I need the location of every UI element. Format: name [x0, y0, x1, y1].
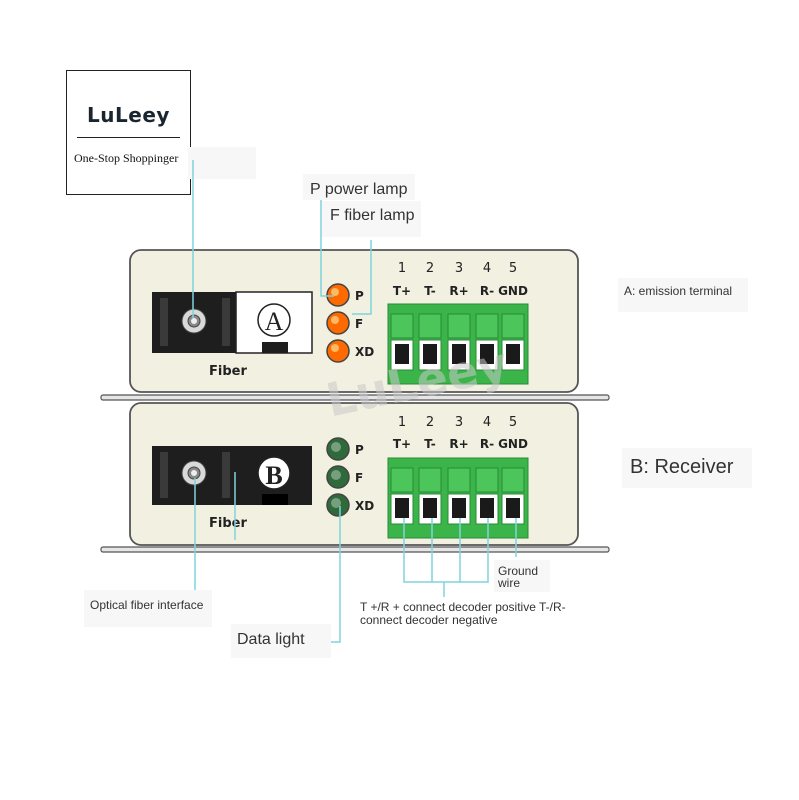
unit-a-indicator-leds: PF XD — [326, 283, 374, 363]
callout-leader-lines — [192, 160, 517, 643]
power-lamp-callout-box — [303, 174, 415, 200]
ground-wire-label: Ground wire — [498, 564, 539, 590]
unit-b-pin-name-5: GND — [498, 437, 528, 451]
unit-a-led-p — [326, 283, 350, 307]
receiver-callout-box — [622, 448, 752, 488]
unit-b-pin-number-3: 3 — [455, 415, 463, 430]
data-light-callout-box — [231, 624, 331, 658]
unit-b-badge: B — [265, 461, 282, 490]
unit-a-led-label-p: P — [355, 289, 364, 303]
unit-b-pin-number-1: 1 — [398, 415, 406, 430]
terminal-wiring-note: T +/R + connect decoder positive T-/R- c… — [360, 600, 566, 627]
unit-a-pin-name-2: T- — [424, 284, 435, 298]
unit-a-fiber-port — [152, 291, 313, 354]
unit-a-fiber-label: Fiber — [209, 364, 247, 379]
unit-a-pin-number-3: 3 — [455, 261, 463, 276]
unit-a-pin-number-2: 2 — [426, 261, 434, 276]
tagline-callout-box — [188, 147, 256, 179]
unit-b-led-f — [326, 465, 350, 489]
power-lamp-leader — [320, 200, 334, 297]
unit-b-pin-name-3: R+ — [449, 437, 468, 451]
logo-divider — [77, 137, 180, 138]
brand-tagline: One-Stop Shoppinger — [74, 151, 179, 165]
fiber-lamp-callout-box — [321, 201, 421, 237]
unit-b-led-label-xd: XD — [355, 499, 374, 513]
unit-b-fiber-label: Fiber — [209, 516, 247, 531]
data-light-leader — [331, 506, 341, 643]
unit-a-led-label-f: F — [355, 317, 363, 331]
unit-a-pin-number-1: 1 — [398, 261, 406, 276]
unit-a-pin-name-4: R- — [480, 284, 494, 298]
r-minus-leader — [460, 518, 489, 583]
emission-callout-box — [618, 278, 748, 312]
unit-b-indicator-leds: PF XD — [326, 437, 374, 517]
unit-a-pin-name-1: T+ — [393, 284, 411, 298]
unit-a-pin-name-5: GND — [498, 284, 528, 298]
mounting-rail-top — [100, 394, 610, 401]
unit-a-pin-number-5: 5 — [509, 261, 517, 276]
ground-callout-box — [494, 560, 550, 592]
unit-b-pin-number-4: 4 — [483, 415, 491, 430]
unit-a-led-f — [326, 311, 350, 335]
brand-logo: LuLeey One-Stop Shoppinger — [66, 70, 191, 195]
fiber-lamp-label: F fiber lamp — [330, 207, 415, 224]
mounting-rail-bottom — [100, 546, 610, 553]
unit-b-led-label-f: F — [355, 471, 363, 485]
unit-a-led-label-xd: XD — [355, 345, 374, 359]
receiver-label: B: Receiver — [630, 456, 734, 478]
emission-terminal-label: A: emission terminal — [624, 284, 733, 298]
unit-b-fiber-port — [152, 446, 312, 505]
fiber-lamp-leader — [352, 240, 372, 315]
unit-a-led-xd — [326, 339, 350, 363]
fiber-interface-callout-box — [84, 590, 212, 627]
power-lamp-label: P power lamp — [310, 181, 408, 198]
unit-b-led-xd — [326, 493, 350, 517]
unit-a-pin-number-4: 4 — [483, 261, 491, 276]
unit-b-pin-number-2: 2 — [426, 415, 434, 430]
unit-b-led-p — [326, 437, 350, 461]
unit-b-pin-name-4: R- — [480, 437, 494, 451]
unit-b-pin-number-5: 5 — [509, 415, 517, 430]
unit-b-pin-name-1: T+ — [393, 437, 411, 451]
unit-b-led-label-p: P — [355, 443, 364, 457]
data-light-label: Data light — [237, 631, 305, 648]
unit-b-pin-name-2: T- — [424, 437, 435, 451]
optical-fiber-interface-label: Optical fiber interface — [90, 598, 204, 612]
brand-name: LuLeey — [87, 103, 170, 127]
unit-a-pin-name-3: R+ — [449, 284, 468, 298]
unit-a-badge: A — [265, 307, 284, 336]
